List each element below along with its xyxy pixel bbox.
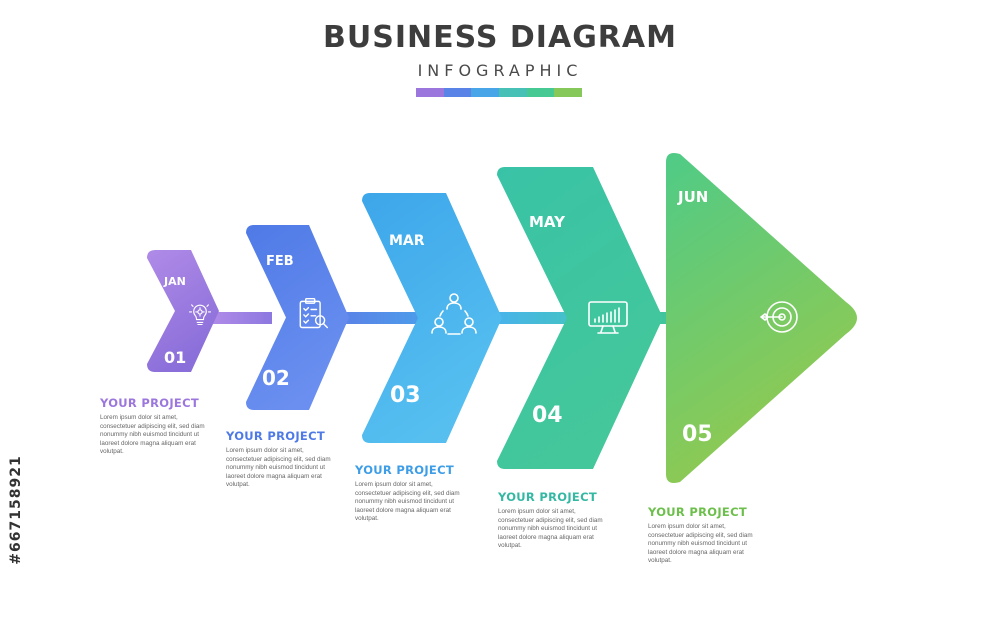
step-caption: YOUR PROJECT Lorem ipsum dolor sit amet, …	[498, 490, 610, 551]
step-3	[362, 193, 502, 443]
color-bar-segment	[471, 88, 500, 97]
step-number: 03	[390, 383, 421, 408]
connector-bar	[345, 312, 435, 324]
connector-bar	[495, 312, 575, 324]
chevron-shape	[497, 167, 663, 469]
step-2	[246, 225, 349, 410]
caption-text: Lorem ipsum dolor sit amet, consectetuer…	[100, 414, 205, 456]
diagram-title: BUSINESS DIAGRAM	[323, 20, 677, 55]
caption-heading: YOUR PROJECT	[498, 490, 597, 504]
color-bar	[416, 88, 583, 97]
caption-heading: YOUR PROJECT	[226, 429, 325, 443]
color-bar-segment	[499, 88, 527, 97]
step-number: 05	[682, 422, 713, 447]
target-arrow-icon	[757, 295, 801, 339]
lightbulb-gear-icon	[186, 300, 214, 328]
step-caption: YOUR PROJECT Lorem ipsum dolor sit amet, …	[100, 396, 212, 457]
step-caption: YOUR PROJECT Lorem ipsum dolor sit amet, …	[648, 505, 760, 566]
step-number: 04	[532, 403, 563, 428]
color-bar-segment	[443, 88, 472, 97]
connector-bar	[212, 312, 272, 324]
monitor-chart-icon	[586, 296, 630, 340]
chevron-shape	[362, 193, 502, 443]
step-month-label: JUN	[678, 188, 709, 206]
color-bar-segment	[416, 88, 444, 97]
step-month-label: MAY	[529, 213, 565, 231]
step-1	[147, 250, 219, 372]
clipboard-search-icon	[294, 296, 330, 332]
color-bar-segment	[526, 88, 555, 97]
team-network-icon	[430, 290, 478, 338]
step-caption: YOUR PROJECT Lorem ipsum dolor sit amet, …	[226, 429, 338, 490]
step-caption: YOUR PROJECT Lorem ipsum dolor sit amet, …	[355, 463, 467, 524]
caption-heading: YOUR PROJECT	[648, 505, 747, 519]
step-4	[497, 167, 663, 469]
chevron-shape	[246, 225, 349, 410]
step-month-label: JAN	[164, 275, 186, 288]
step-number: 01	[164, 348, 187, 367]
caption-text: Lorem ipsum dolor sit amet, consectetuer…	[355, 481, 460, 523]
color-bar-segment	[554, 88, 583, 97]
step-month-label: FEB	[266, 254, 294, 269]
caption-text: Lorem ipsum dolor sit amet, consectetuer…	[498, 508, 603, 550]
chevron-shape	[147, 250, 219, 372]
stock-id-label: #667158921	[8, 455, 24, 565]
caption-heading: YOUR PROJECT	[355, 463, 454, 477]
step-month-label: MAR	[389, 233, 425, 249]
diagram-subtitle: INFOGRAPHIC	[417, 61, 583, 80]
caption-text: Lorem ipsum dolor sit amet, consectetuer…	[648, 523, 753, 565]
caption-text: Lorem ipsum dolor sit amet, consectetuer…	[226, 447, 331, 489]
step-number: 02	[262, 366, 290, 390]
caption-heading: YOUR PROJECT	[100, 396, 199, 410]
